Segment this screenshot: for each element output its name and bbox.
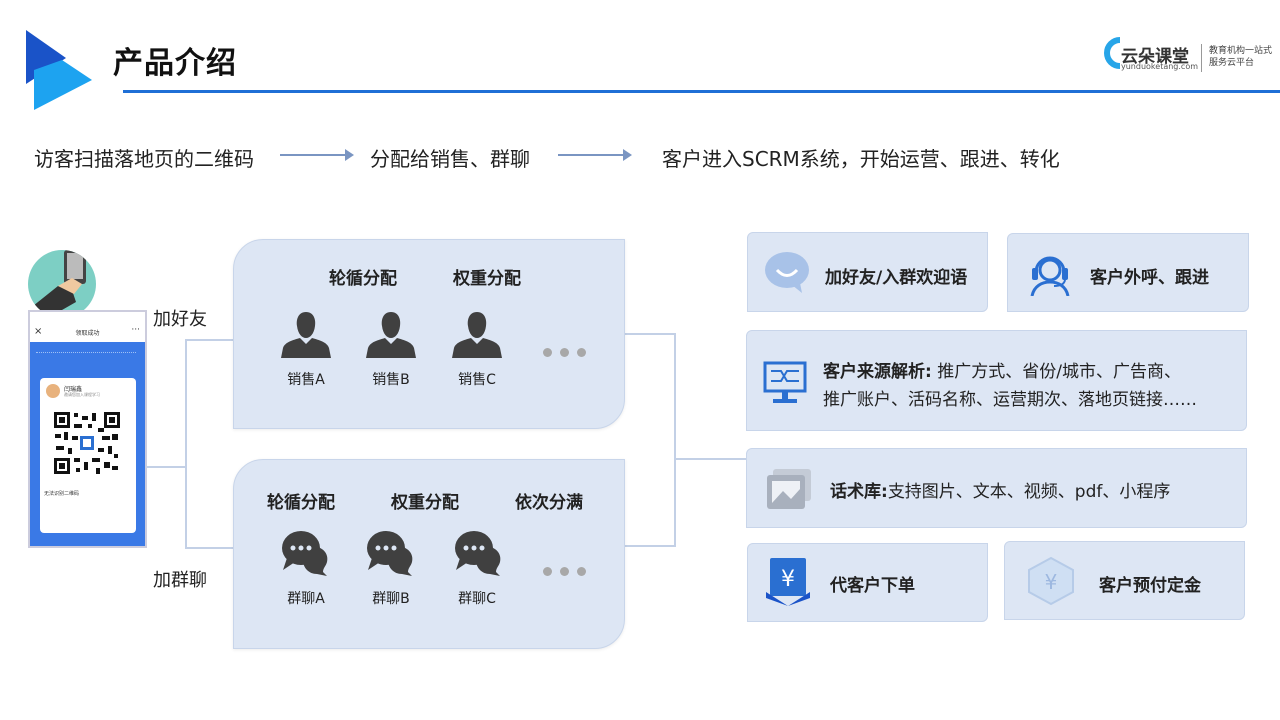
person-icon (366, 312, 416, 358)
qr-code-icon[interactable] (52, 410, 122, 476)
feature-script-library: 话术库:支持图片、文本、视频、pdf、小程序 (746, 448, 1247, 528)
person-icon (281, 312, 331, 358)
group-chat-icon (455, 531, 501, 576)
contact-subtitle: 邀请您加入课程学习 (64, 392, 100, 397)
feature-deposit-label: 客户预付定金 (1099, 576, 1201, 596)
mode-fill-in-order: 依次分满 (515, 493, 583, 513)
sales-b-label: 销售B (372, 372, 410, 388)
mode-weighted: 权重分配 (453, 269, 521, 289)
feature-welcome-message: 加好友/入群欢迎语 (747, 232, 988, 312)
feature-library-text: 支持图片、文本、视频、pdf、小程序 (887, 482, 1171, 502)
feature-deposit: ¥ 客户预付定金 (1004, 541, 1245, 620)
phone-status-bar: × 领取成功 ··· (30, 312, 145, 342)
feature-call-label: 客户外呼、跟进 (1090, 268, 1209, 288)
phone-progress-line (36, 352, 136, 363)
svg-text:¥: ¥ (781, 567, 795, 592)
yuan-hexagon-icon: ¥ (1028, 556, 1074, 606)
connector-split (185, 339, 187, 549)
contact-name: 闫瑞鑫 (64, 386, 83, 393)
cloud-logo-icon (1104, 37, 1121, 69)
connector-phone (146, 466, 186, 468)
feature-order-for-customer: ¥ 代客户下单 (747, 543, 988, 622)
image-library-icon (767, 469, 811, 509)
sales-a-label: 销售A (287, 372, 325, 388)
phone-mockup: × 领取成功 ··· 闫瑞鑫 邀请您加入课程学习 无法识别二维码 (28, 310, 147, 548)
sales-distribution-panel: 轮循分配 权重分配 销售A 销售B 销售C (233, 239, 625, 429)
feature-library-title: 话术库: (830, 482, 888, 502)
feature-source-title: 客户来源解析: (823, 362, 932, 382)
brand-slogan: 教育机构一站式服务云平台 (1209, 46, 1273, 68)
connector-from-groups (623, 545, 675, 547)
label-add-friend: 加好友 (153, 309, 207, 330)
group-b-label: 群聊B (372, 591, 410, 607)
page-title: 产品介绍 (113, 46, 237, 81)
connector-to-scrm (674, 458, 762, 460)
more-groups-dots (543, 561, 594, 580)
sales-c-label: 销售C (458, 372, 496, 388)
mode-round-robin: 轮循分配 (267, 493, 335, 513)
hand-phone-avatar (28, 250, 96, 318)
brand-name: 云朵课堂 (1121, 47, 1189, 67)
svg-text:¥: ¥ (1045, 570, 1058, 594)
feature-source-analysis: 客户来源解析: 推广方式、省份/城市、广告商、 推广账户、活码名称、运营期次、落… (746, 330, 1247, 431)
mode-weighted: 权重分配 (391, 493, 459, 513)
qr-scan-hint: 无法识别二维码 (44, 491, 80, 497)
hand-phone-icon (28, 250, 86, 318)
connector-from-sales (623, 333, 675, 335)
connector-to-groups (185, 547, 233, 549)
connector-to-sales (185, 339, 233, 341)
brand-url: yunduoketang.com (1121, 62, 1199, 71)
flow-step-scan: 访客扫描落地页的二维码 (34, 147, 254, 171)
connector-merge (674, 333, 676, 547)
chat-bubble-icon (765, 252, 809, 293)
group-chat-icon (367, 531, 413, 576)
feature-library-line: 话术库:支持图片、文本、视频、pdf、小程序 (830, 477, 1170, 502)
flow-arrow-2 (558, 149, 632, 161)
feature-source-text1: 推广方式、省份/城市、广告商、 (937, 362, 1181, 382)
group-chat-icon (282, 531, 328, 576)
group-c-label: 群聊C (458, 591, 496, 607)
mode-round-robin: 轮循分配 (329, 269, 397, 289)
monitor-network-icon (763, 361, 807, 403)
more-sales-dots (543, 342, 594, 361)
phone-page-title: 领取成功 (75, 330, 100, 337)
feature-outbound-call: 客户外呼、跟进 (1007, 233, 1249, 312)
flow-arrow-1 (280, 149, 354, 161)
phone-more-icon[interactable]: ··· (131, 325, 140, 335)
headset-agent-icon (1030, 256, 1070, 296)
brand-play-logo-icon (26, 30, 92, 110)
brand-divider (1201, 44, 1202, 72)
header-divider (123, 90, 1280, 93)
feature-order-label: 代客户下单 (830, 576, 915, 596)
yuan-payment-icon: ¥ (766, 558, 810, 606)
group-distribution-panel: 轮循分配 权重分配 依次分满 群聊A 群聊B 群聊C (233, 459, 625, 649)
person-icon (452, 312, 502, 358)
feature-source-line1: 客户来源解析: 推广方式、省份/城市、广告商、 (823, 357, 1181, 382)
phone-close-icon[interactable]: × (34, 326, 43, 337)
flow-step-assign: 分配给销售、群聊 (370, 147, 530, 171)
feature-welcome-label: 加好友/入群欢迎语 (825, 268, 968, 288)
feature-source-text2: 推广账户、活码名称、运营期次、落地页链接…… (823, 390, 1197, 410)
group-a-label: 群聊A (287, 591, 325, 607)
flow-step-scrm: 客户进入SCRM系统，开始运营、跟进、转化 (662, 147, 1060, 171)
label-add-group: 加群聊 (153, 570, 207, 591)
contact-avatar (46, 384, 60, 398)
